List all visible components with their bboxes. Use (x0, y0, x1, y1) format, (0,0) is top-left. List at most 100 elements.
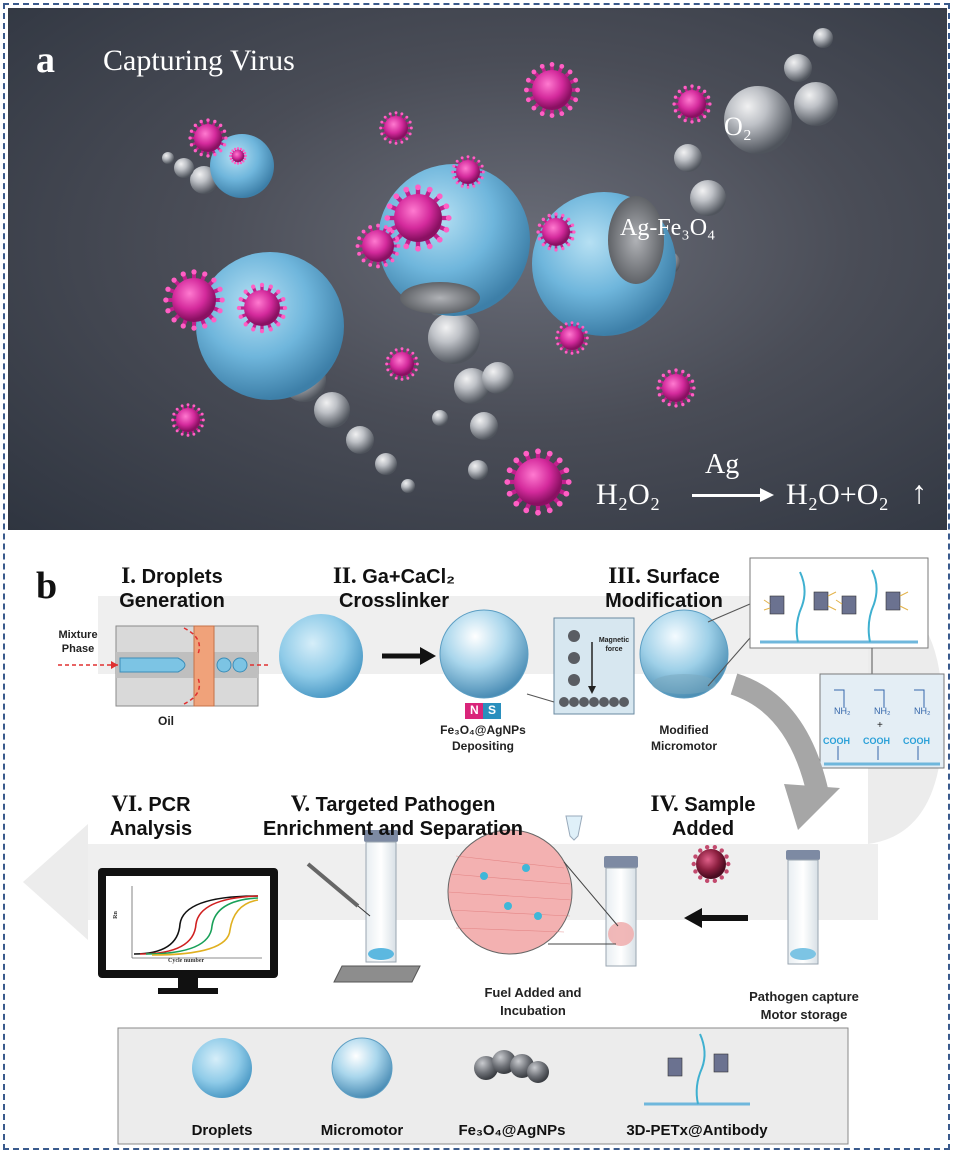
panel-a: a Capturing Virus O₂ Ag-Fe₃O₄ H₂O₂ Ag H₂… (8, 8, 947, 530)
virus-particle (229, 147, 247, 165)
oxygen-bubble (813, 28, 833, 48)
virus-spike (704, 878, 710, 884)
step-2-line2: Crosslinker (338, 590, 450, 612)
pathogen-line1: Pathogen capture (749, 989, 859, 1004)
oxygen-bubble (428, 312, 480, 364)
step-2-numeral: II. (332, 563, 357, 588)
step-3-numeral: III. (608, 563, 641, 588)
step-4-line2: Added (671, 818, 735, 840)
magnet-label: Magnet (354, 984, 381, 993)
virus-spike (693, 869, 698, 874)
virus-particle (524, 62, 580, 118)
pathogen-line2: Motor storage (760, 1007, 848, 1022)
gas-up-arrow: ↑ (911, 474, 927, 510)
fe-depositing-line1: Fe₃O₄@AgNPs (440, 723, 526, 737)
virus-particle (188, 118, 228, 158)
product-h2o-o2: H₂O+O₂ (786, 478, 889, 511)
virus-spike (704, 844, 710, 850)
step-3-line2: Modification (605, 590, 723, 612)
step-5-line2: Enrichment and Separation (262, 818, 524, 840)
virus-spike (698, 875, 703, 880)
phase-word: Phase (61, 643, 95, 655)
virus-spike (719, 875, 724, 880)
ag-fe3o4-cap (608, 196, 664, 284)
oxygen-bubble (174, 158, 194, 178)
nh2-label-1: NH₂ (834, 706, 851, 716)
step-6-numeral: VI. (111, 791, 143, 816)
step-3-heading: III. Surface Modification (574, 564, 754, 613)
virus-particle (236, 282, 288, 334)
fuel-line1: Fuel Added and (484, 985, 582, 1000)
pathogen-capture-label: Pathogen capture Motor storage (724, 988, 884, 1024)
virus-particle (384, 184, 452, 252)
oxygen-bubble (432, 410, 448, 426)
oxygen-bubble (401, 479, 415, 493)
virus-spike (712, 844, 718, 850)
virus-spike (719, 848, 724, 853)
ag-fe3o4-label: Ag-Fe₃O₄ (620, 215, 716, 241)
virus-particle (379, 111, 413, 145)
cooh-label-3: COOH (903, 736, 930, 746)
catalyst-ag: Ag (705, 449, 740, 480)
step-5-numeral: V. (290, 791, 311, 816)
virus-particle (163, 269, 225, 331)
virus-spike (726, 861, 731, 867)
step-1-numeral: I. (121, 563, 136, 588)
nh2-label-2: NH₂ (874, 706, 891, 716)
cooh-label-1: COOH (823, 736, 850, 746)
pcr-x-axis-label: Cycle number (168, 958, 205, 964)
fe-depositing-label: Fe₃O₄@AgNPs Depositing (418, 722, 548, 754)
legend-fe3o4-agnps: Fe₃O₄@AgNPs (458, 1122, 566, 1139)
virus-particle (171, 403, 205, 437)
virus-particle (656, 368, 696, 408)
modified-micromotor-label: Modified Micromotor (634, 722, 734, 754)
step-5-heading: V. Targeted Pathogen Enrichment and Sepa… (248, 792, 538, 841)
step-3-line1: Surface (646, 566, 720, 588)
step-5-line1: Targeted Pathogen (315, 794, 496, 816)
oxygen-bubble (314, 392, 350, 428)
ag-fe3o4-cap (400, 282, 480, 314)
virus-particle (385, 347, 419, 381)
oxygen-bubble (690, 180, 726, 216)
panel-b-illustration (23, 557, 945, 1145)
virus-spike (691, 861, 696, 867)
o2-bubble-label: O₂ (724, 112, 752, 141)
oxygen-bubble (375, 453, 397, 475)
oxygen-bubble (482, 362, 514, 394)
oxygen-bubble (346, 426, 374, 454)
reaction-arrow-head (760, 488, 774, 502)
oil-label: Oil (158, 714, 175, 728)
step-1-heading: I. Droplets Generation (92, 564, 252, 613)
step-1-line2: Generation (119, 590, 225, 612)
fe-depositing-line2: Depositing (452, 739, 514, 753)
fuel-added-label: Fuel Added and Incubation (458, 984, 608, 1020)
oxygen-bubble (674, 144, 702, 172)
panel-b: b I. Droplets Generation II. Ga+CaCl₂ Cr… (8, 534, 947, 1146)
virus-particle (536, 212, 576, 252)
mixture-word: Mixture (58, 629, 98, 641)
reactant-h2o2: H₂O₂ (596, 478, 661, 511)
oxygen-bubble (454, 368, 490, 404)
step-2-line1: Ga+CaCl₂ (362, 566, 456, 588)
virus-spike (724, 854, 729, 859)
oxygen-bubble (724, 86, 792, 154)
fuel-line2: Incubation (500, 1003, 566, 1018)
modified-line1: Modified (659, 723, 709, 737)
step-4-heading: IV. Sample Added (638, 792, 768, 841)
nh2-label-3: NH₂ (914, 706, 931, 716)
legend-3d-petx-antibody: 3D-PETx@Antibody (626, 1122, 768, 1139)
panel-a-title: Capturing Virus (103, 44, 295, 77)
virus-particle (451, 155, 485, 189)
virus-spike (698, 848, 703, 853)
oxygen-bubble (470, 412, 498, 440)
step-4-numeral: IV. (650, 791, 679, 816)
pcr-y-axis-label: Rn (112, 911, 119, 919)
force-word: force (605, 646, 623, 653)
magnet-north-label: N (470, 703, 479, 717)
step-6-line1: PCR (148, 794, 191, 816)
virus-particle (672, 84, 712, 124)
virus-spike (693, 854, 698, 859)
virus-spike (724, 869, 729, 874)
magnetic-word: Magnetic (598, 637, 630, 644)
plus-sign: + (877, 720, 883, 731)
